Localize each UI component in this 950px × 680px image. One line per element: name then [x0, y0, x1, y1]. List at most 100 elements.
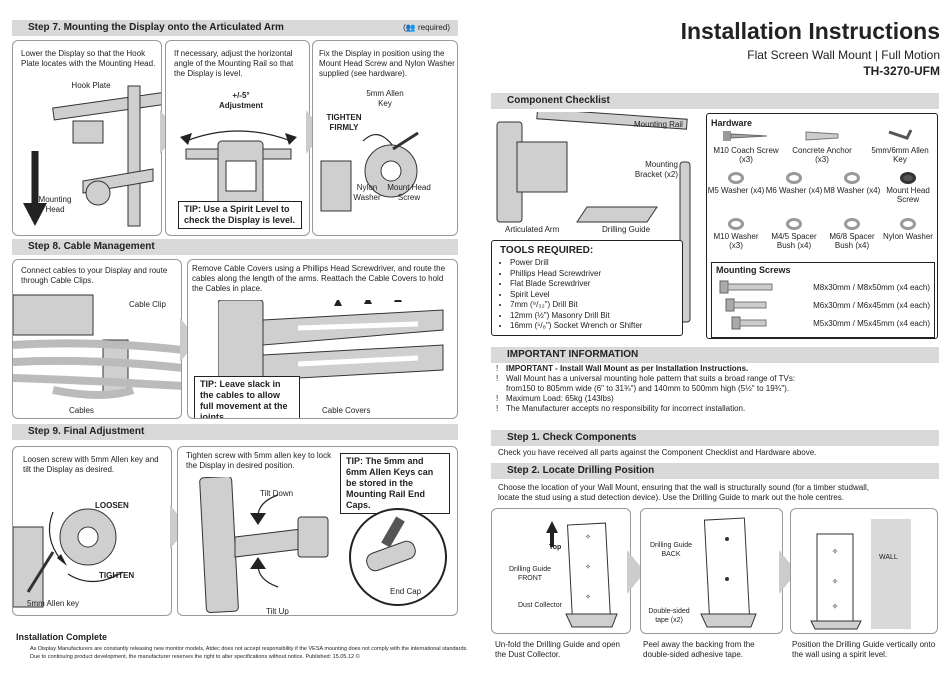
tools-heading: TOOLS REQUIRED:: [500, 245, 594, 256]
step2-caption3: Position the Drilling Guide vertically o…: [792, 640, 936, 659]
step7-panel1-text: Lower the Display so that the Hook Plate…: [21, 49, 156, 68]
step7-panel1: Lower the Display so that the Hook Plate…: [12, 40, 162, 236]
step2-heading-text: Step 2. Locate Drilling Position: [507, 465, 655, 476]
bang-icon: !: [496, 404, 499, 413]
important-line: !IMPORTANT - Install Wall Mount as per I…: [496, 364, 936, 374]
screw-size: M6x30mm / M6x45mm (x4 each): [813, 301, 930, 310]
two-people-icon: 👥: [405, 23, 416, 32]
hardware-item-label: Concrete Anchor (x3): [792, 146, 852, 164]
tilt-down-label: Tilt Down: [260, 489, 294, 498]
cable-clip-label: Cable Clip: [129, 300, 166, 309]
washer-icon: [844, 218, 860, 230]
cables-label: Cables: [69, 406, 94, 415]
end-cap-label: End Cap: [390, 587, 422, 596]
hardware-heading: Hardware: [711, 118, 753, 128]
important-info: !IMPORTANT - Install Wall Mount as per I…: [496, 364, 936, 414]
tighten-label: TIGHTEN: [99, 571, 135, 580]
step2-text: Choose the location of your Wall Mount, …: [498, 483, 869, 492]
hardware-mount-head-screw: Mount Head Screw: [879, 172, 937, 204]
washer-icon: [844, 172, 860, 184]
hardware-allen-key: 5mm/6mm Allen Key: [865, 128, 935, 164]
step2-text: locate the stud using a stud detection d…: [498, 493, 844, 502]
bang-icon: !: [496, 394, 499, 403]
tool-item: 16mm (⁵/₈") Socket Wrench or Shifter: [510, 321, 678, 332]
tools-list: Power Drill Phillips Head Screwdriver Fl…: [498, 258, 678, 332]
step2-caption1: Un-fold the Drilling Guide and open the …: [495, 640, 620, 659]
mounting-screws-heading: Mounting Screws: [716, 265, 791, 275]
step9-panel1: Loosen screw with 5mm Allen key and tilt…: [12, 446, 172, 616]
bang-icon: !: [496, 364, 499, 373]
loosen-label: LOOSEN: [95, 501, 129, 510]
step7-panel2-text: If necessary, adjust the horizontal angl…: [174, 49, 294, 78]
hardware-item-label: M6/8 Spacer Bush (x4): [829, 232, 875, 250]
hardware-item-label: Nylon Washer: [883, 232, 933, 241]
screw-head-icon: [900, 172, 916, 184]
screw-size: M8x30mm / M8x50mm (x4 each): [813, 283, 930, 292]
doc-subtitle: Flat Screen Wall Mount | Full Motion: [747, 48, 940, 62]
checklist-heading-text: Component Checklist: [507, 95, 610, 106]
hardware-item-label: M4/5 Spacer Bush (x4): [771, 232, 817, 250]
installation-complete: Installation Complete: [16, 632, 108, 642]
step8-panel1-text: Connect cables to your Display and route…: [21, 266, 168, 285]
step2-panel1: ✧ ✧ ✧ Top Drilling Guide FRONT Dust Coll…: [491, 508, 631, 634]
drilling-guide-front-label: Drilling Guide FRONT: [508, 566, 552, 582]
hardware-m6-washer: M6 Washer (x4): [765, 172, 823, 195]
hardware-item-label: M10 Washer (x3): [713, 232, 759, 250]
tilt-display-illustration: [199, 477, 447, 614]
tighten-firmly-label: TIGHTEN FIRMLY: [326, 113, 362, 132]
mounting-screws-icon: [719, 280, 773, 330]
disclaimer-line2: Due to continuing product development, t…: [30, 654, 360, 660]
washer-icon: [786, 218, 802, 230]
important-line: ! The Manufacturer accepts no responsibil…: [496, 404, 936, 414]
washer-icon: [900, 218, 916, 230]
step9-heading-text: Step 9. Final Adjustment: [28, 426, 145, 437]
important-text: The Manufacturer accepts no responsibili…: [506, 404, 746, 413]
tool-item: Flat Blade Screwdriver: [510, 279, 678, 290]
cable-clip-illustration: [13, 294, 181, 399]
step1-text: Check you have received all parts agains…: [498, 448, 817, 457]
allen-key-icon: [888, 129, 913, 140]
svg-text:✧: ✧: [585, 593, 591, 601]
tool-item: Spirit Level: [510, 290, 678, 301]
important-heading: IMPORTANT INFORMATION: [491, 347, 939, 363]
step9-heading: Step 9. Final Adjustment: [12, 424, 458, 440]
step2-caption2: Peel away the backing from the double-si…: [643, 640, 755, 659]
step7-heading-text: Step 7. Mounting the Display onto the Ar…: [28, 22, 284, 33]
important-line: ! Maximum Load: 65kg (143lbs): [496, 394, 936, 404]
step8-panel1: Connect cables to your Display and route…: [12, 259, 182, 419]
step7-panel3: Fix the Display in position using the Mo…: [312, 40, 458, 236]
screw-size: M5x30mm / M5x45mm (x4 each): [813, 319, 930, 328]
svg-text:✧: ✧: [585, 533, 591, 541]
step2-heading: Step 2. Locate Drilling Position: [491, 463, 939, 479]
required-text: required: [417, 23, 448, 32]
washer-icon: [728, 218, 744, 230]
hardware-item-label: M8 Washer (x4): [823, 186, 881, 195]
adjustment-label: +/-5° Adjustment: [219, 91, 263, 110]
coach-screw-icon: [723, 131, 768, 141]
step8-panel2-text: Remove Cable Covers using a Phillips Hea…: [192, 264, 446, 293]
step7-heading: Step 7. Mounting the Display onto the Ar…: [12, 20, 458, 36]
tool-item: Phillips Head Screwdriver: [510, 269, 678, 280]
hardware-m45-spacer: M4/5 Spacer Bush (x4): [765, 218, 823, 250]
step7-panel3-text: Fix the Display in position using the Mo…: [319, 49, 455, 78]
articulated-arm-label: Articulated Arm: [505, 225, 560, 234]
dust-collector-label: Dust Collector: [518, 602, 562, 609]
hardware-item-label: 5mm/6mm Allen Key: [871, 146, 929, 164]
step7-panel2: If necessary, adjust the horizontal angl…: [165, 40, 310, 236]
drilling-guide-label: Drilling Guide: [602, 225, 651, 234]
mount-head-screw-illustration: [320, 131, 419, 212]
important-text: Maximum Load: 65kg (143lbs): [506, 394, 614, 403]
hardware-m5-washer: M5 Washer (x4): [707, 172, 765, 195]
drilling-guide-wall-illustration: ✧ ✧ ✧: [810, 519, 911, 630]
washer-icon: [728, 172, 744, 184]
important-text: Wall Mount has a universal mounting hole…: [506, 374, 796, 383]
step9-panel1-text: Loosen screw with 5mm Allen key and tilt…: [23, 455, 159, 474]
wall-label: WALL: [879, 554, 898, 561]
double-sided-tape-label: Double-sided tape (x2): [648, 608, 690, 624]
tool-item: 7mm (⁹/₃₂") Drill Bit: [510, 300, 678, 311]
important-line: from150 to 805mm wide (6" to 31¾") and 1…: [496, 384, 936, 394]
tilt-up-label: Tilt Up: [266, 607, 289, 616]
model-number: TH-3270-UFM: [863, 64, 940, 78]
hook-plate-label: Hook Plate: [71, 81, 111, 90]
mounting-screws-box: Mounting Screws M8x30mm / M8x50mm (x4 ea…: [711, 262, 935, 338]
